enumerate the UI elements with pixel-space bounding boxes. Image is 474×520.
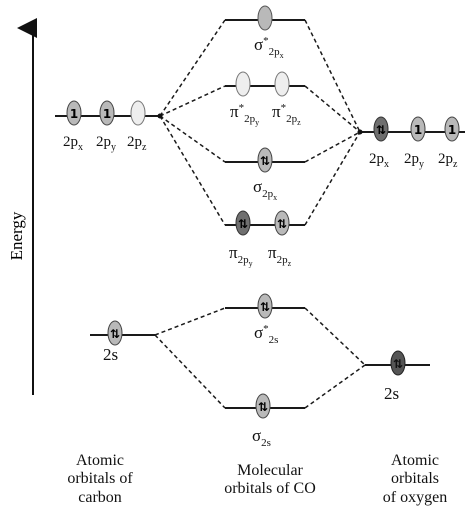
pi-2pz-orbital bbox=[274, 210, 290, 236]
carbon-2py-orbital bbox=[99, 100, 115, 126]
carbon-2s-label: 2s bbox=[103, 345, 118, 364]
oxygen-column-caption: Atomic orbitals of oxygen bbox=[360, 452, 470, 507]
mo-caption-line: Molecular bbox=[237, 462, 303, 479]
oxygen-2s-electrons: ⇅ bbox=[393, 357, 403, 371]
oxygen-2py-electrons: 1 bbox=[414, 123, 422, 137]
pi-star-2pz-orbital bbox=[274, 71, 290, 97]
carbon-2py-electrons: 1 bbox=[103, 107, 111, 121]
carbon-2px-orbital bbox=[66, 100, 82, 126]
oxygen-2p-junction bbox=[357, 129, 363, 135]
carbon-2pz-label: 2pz bbox=[127, 134, 147, 153]
sigma-star-2px-label: σ*2px bbox=[254, 35, 284, 60]
mo-column-caption: Molecular orbitals of CO bbox=[205, 462, 335, 499]
oxygen-2s-label: 2s bbox=[384, 384, 399, 403]
oxygen-2py-orbital bbox=[410, 116, 426, 142]
sigma-2px-orbital bbox=[257, 147, 273, 173]
oxygen-2px-electrons: ⇅ bbox=[376, 123, 386, 137]
sigma-2s-electrons: ⇅ bbox=[258, 400, 268, 414]
energy-axis-label: Energy bbox=[7, 211, 26, 260]
oxygen-2py-label: 2py bbox=[404, 151, 424, 170]
sigma-star-2px-orbital bbox=[257, 5, 273, 31]
pi-star-2py-orbital bbox=[235, 71, 251, 97]
oxygen-caption-line: Atomic bbox=[391, 452, 439, 469]
correlation-lines bbox=[154, 19, 366, 409]
pi-2pz-label: π2pz bbox=[268, 243, 292, 268]
pi-star-2py-label: π*2py bbox=[230, 102, 259, 127]
carbon-2s-electrons: ⇅ bbox=[110, 327, 120, 341]
sigma-2px-label: σ2px bbox=[253, 177, 277, 202]
sigma-star-2s-orbital bbox=[257, 293, 273, 319]
sigma-2s-label: σ2s bbox=[252, 426, 271, 449]
pi-2pz-electrons: ⇅ bbox=[277, 217, 287, 231]
sigma-2s-orbital bbox=[255, 393, 271, 419]
carbon-2px-label: 2px bbox=[63, 134, 83, 153]
pi-2py-label: π2py bbox=[229, 243, 253, 268]
oxygen-2pz-label: 2pz bbox=[438, 151, 458, 170]
carbon-caption-line: carbon bbox=[78, 488, 122, 506]
oxygen-caption-line: orbitals bbox=[391, 470, 439, 488]
carbon-caption-line: Atomic bbox=[76, 452, 124, 469]
oxygen-2s-orbital bbox=[390, 350, 406, 376]
carbon-2py-label: 2py bbox=[96, 134, 116, 153]
sigma-star-2s-electrons: ⇅ bbox=[260, 300, 270, 314]
oxygen-2px-orbital bbox=[373, 116, 389, 142]
sigma-star-2s-label: σ*2s bbox=[254, 323, 278, 346]
carbon-column-caption: Atomic orbitals of carbon bbox=[40, 452, 160, 507]
carbon-2s-orbital bbox=[107, 320, 123, 346]
carbon-2px-electrons: 1 bbox=[70, 107, 78, 121]
pi-2py-orbital bbox=[235, 210, 251, 236]
oxygen-2pz-orbital bbox=[444, 116, 460, 142]
carbon-caption-line: orbitals of bbox=[67, 470, 133, 488]
oxygen-2pz-electrons: 1 bbox=[448, 123, 456, 137]
carbon-2pz-orbital bbox=[130, 100, 146, 126]
pi-2py-electrons: ⇅ bbox=[238, 217, 248, 231]
carbon-2p-junction bbox=[157, 113, 163, 119]
mo-caption-line: orbitals of CO bbox=[224, 480, 316, 498]
oxygen-caption-line: of oxygen bbox=[382, 488, 448, 506]
oxygen-2px-label: 2px bbox=[369, 151, 389, 170]
sigma-2px-electrons: ⇅ bbox=[260, 154, 270, 168]
pi-star-2pz-label: π*2pz bbox=[272, 102, 301, 127]
